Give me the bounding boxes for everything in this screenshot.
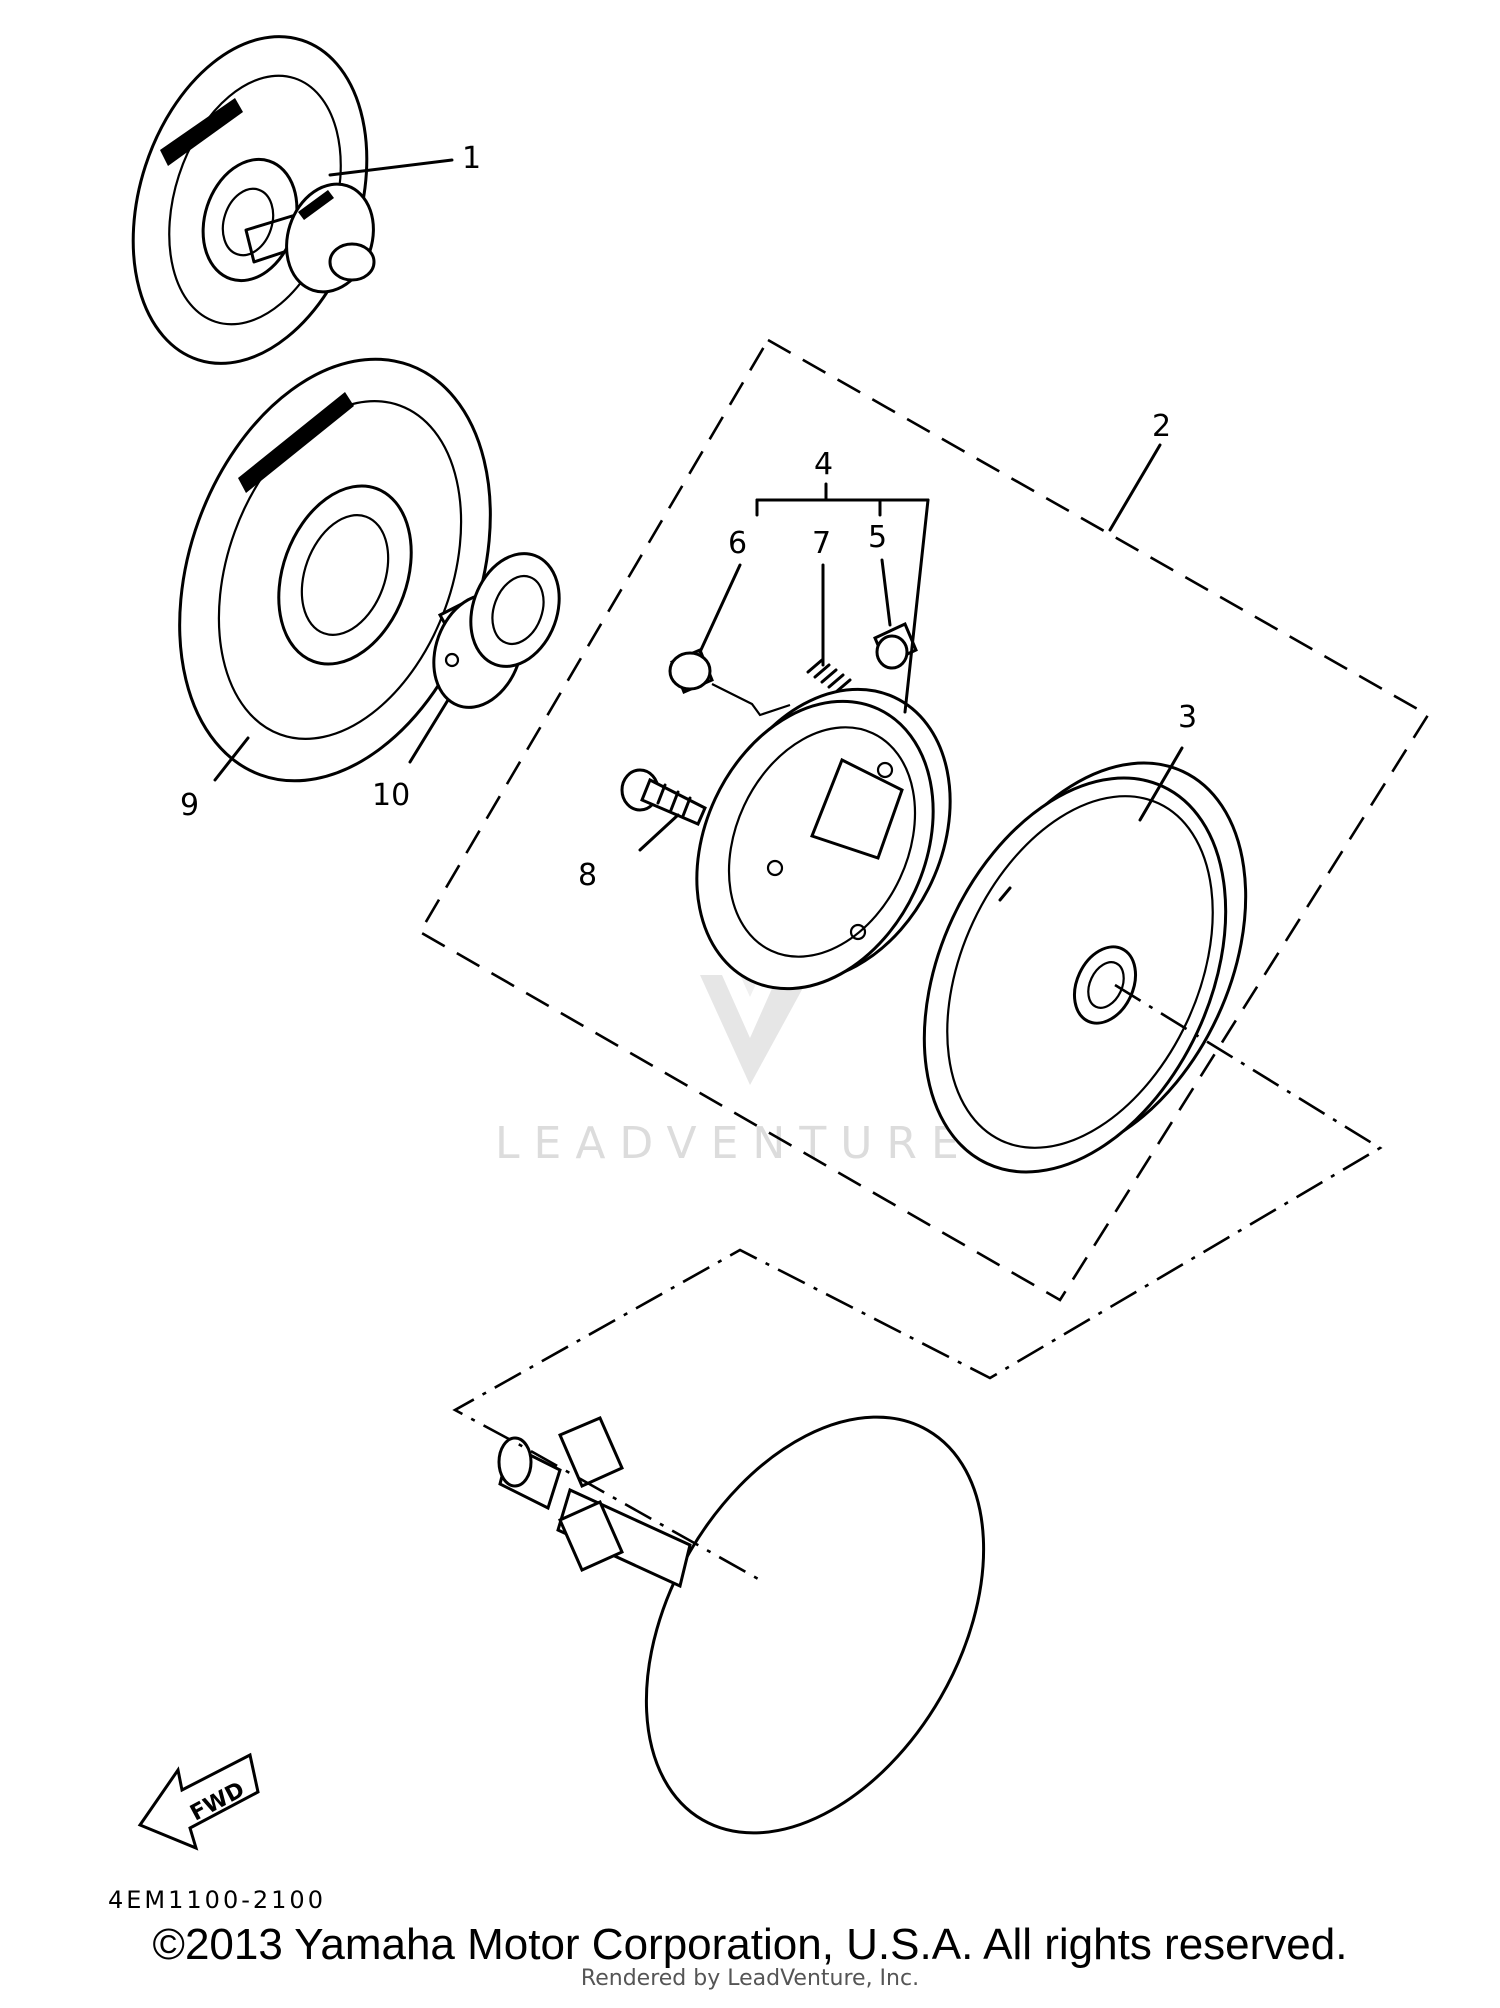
crank-assembly xyxy=(497,1415,986,1835)
part-1-gear xyxy=(131,35,376,365)
callout-8: 8 xyxy=(578,858,597,893)
clutch-housing xyxy=(695,687,952,991)
leader-roller-link xyxy=(711,683,791,717)
assembly-box-2 xyxy=(418,338,1430,1302)
leader-lines xyxy=(213,158,1184,852)
part-8-bolt xyxy=(620,768,707,826)
watermark-text: LEADVENTURE xyxy=(495,1118,973,1169)
callout-5: 5 xyxy=(868,520,887,555)
callout-7: 7 xyxy=(812,526,831,561)
callout-3: 3 xyxy=(1178,700,1197,735)
watermark: LEADVENTURE xyxy=(495,975,973,1169)
callout-6: 6 xyxy=(728,526,747,561)
fwd-arrow: FWD xyxy=(137,1752,260,1851)
part-9-ring-gear xyxy=(178,357,492,783)
part-7-spring xyxy=(806,658,852,694)
rendered-by-text: Rendered by LeadVenture, Inc. xyxy=(580,1966,920,1991)
callout-9: 9 xyxy=(180,788,199,823)
part-3-cover xyxy=(922,761,1248,1174)
callout-4: 4 xyxy=(814,447,833,482)
part-5-plunger xyxy=(873,621,918,670)
callout-10: 10 xyxy=(372,778,410,813)
diagram-code: 4EM1100-2100 xyxy=(108,1886,326,1914)
part-10-collar xyxy=(432,552,561,709)
part-6-roller xyxy=(668,648,714,694)
callout-2: 2 xyxy=(1152,409,1171,444)
copyright-text: ©2013 Yamaha Motor Corporation, U.S.A. A… xyxy=(152,1920,1348,1969)
centerline xyxy=(452,983,1383,1582)
callout-1: 1 xyxy=(462,141,481,176)
